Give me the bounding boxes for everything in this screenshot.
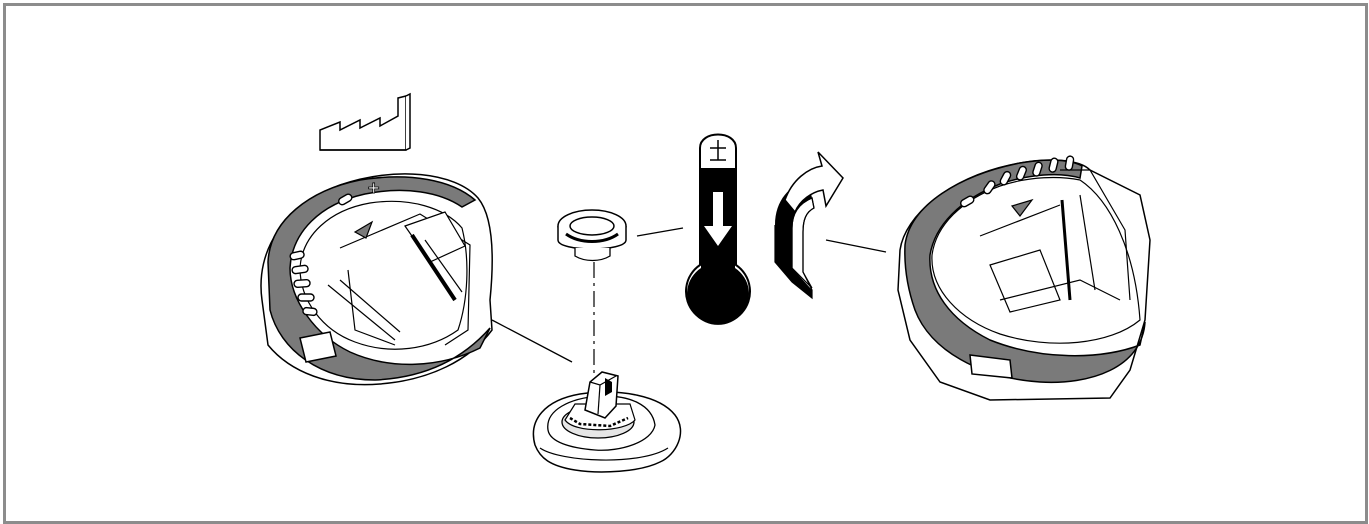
thermometer-cold-icon [685, 133, 751, 325]
adjuster-ring-initial: + [260, 173, 493, 386]
leader-line-left [491, 319, 573, 363]
rotate-arrow-icon [774, 151, 844, 300]
sensor-base [532, 371, 682, 473]
leader-line-right [825, 239, 887, 253]
leader-line-insert [636, 227, 684, 237]
sealing-insert [557, 209, 627, 262]
plus-symbol: + [367, 178, 380, 197]
factory-icon [319, 92, 411, 151]
adjuster-ring-mounted [897, 155, 1151, 401]
